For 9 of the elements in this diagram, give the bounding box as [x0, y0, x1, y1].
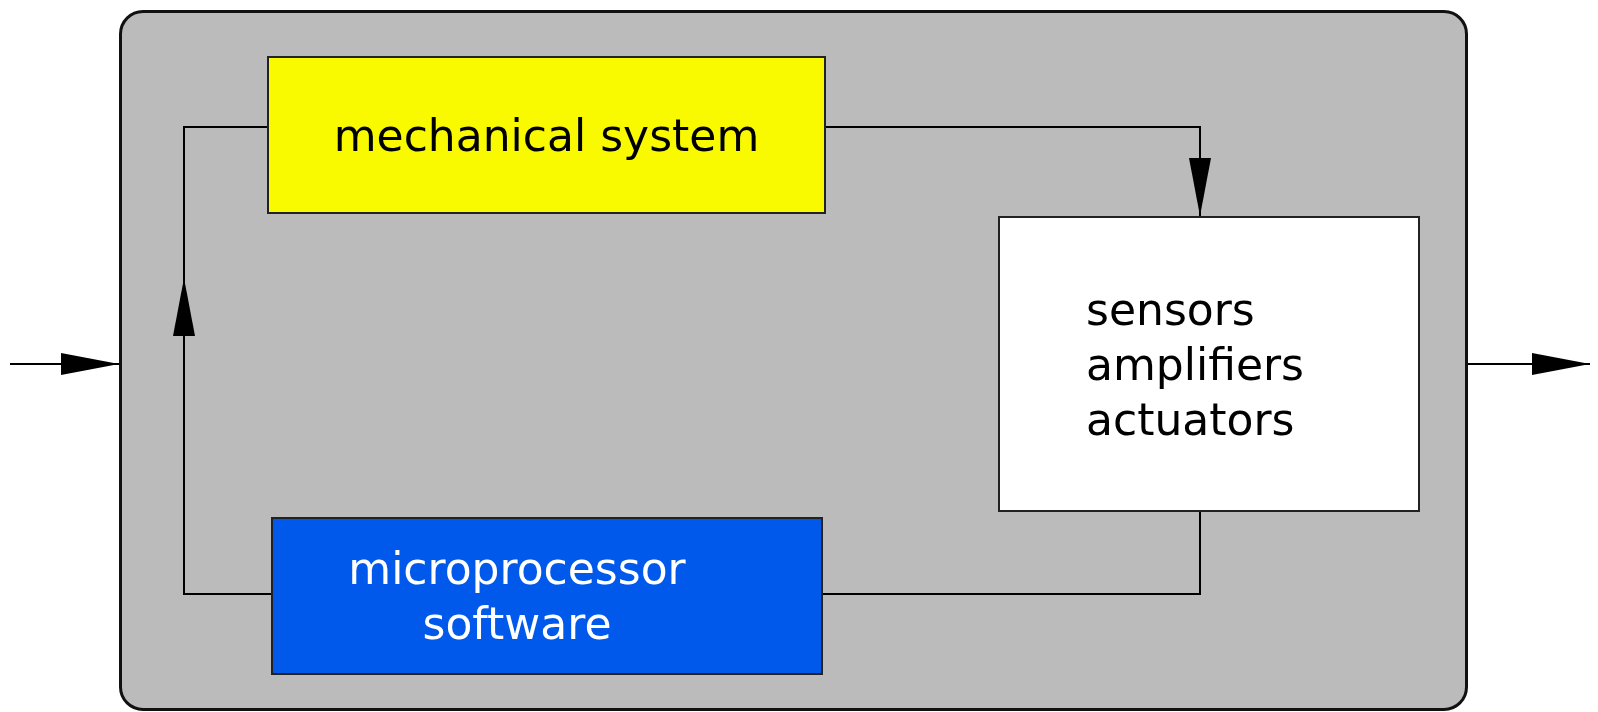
process-box [271, 517, 823, 675]
box-label: amplifiers [1086, 337, 1304, 392]
box-label: mechanical system [333, 108, 760, 163]
box-label: sensors [1086, 282, 1255, 337]
process-box [998, 216, 1420, 512]
box-label: microprocessor software [347, 542, 687, 651]
process-box [267, 56, 826, 214]
system-panel [119, 10, 1468, 711]
box-label: actuators [1086, 392, 1295, 447]
